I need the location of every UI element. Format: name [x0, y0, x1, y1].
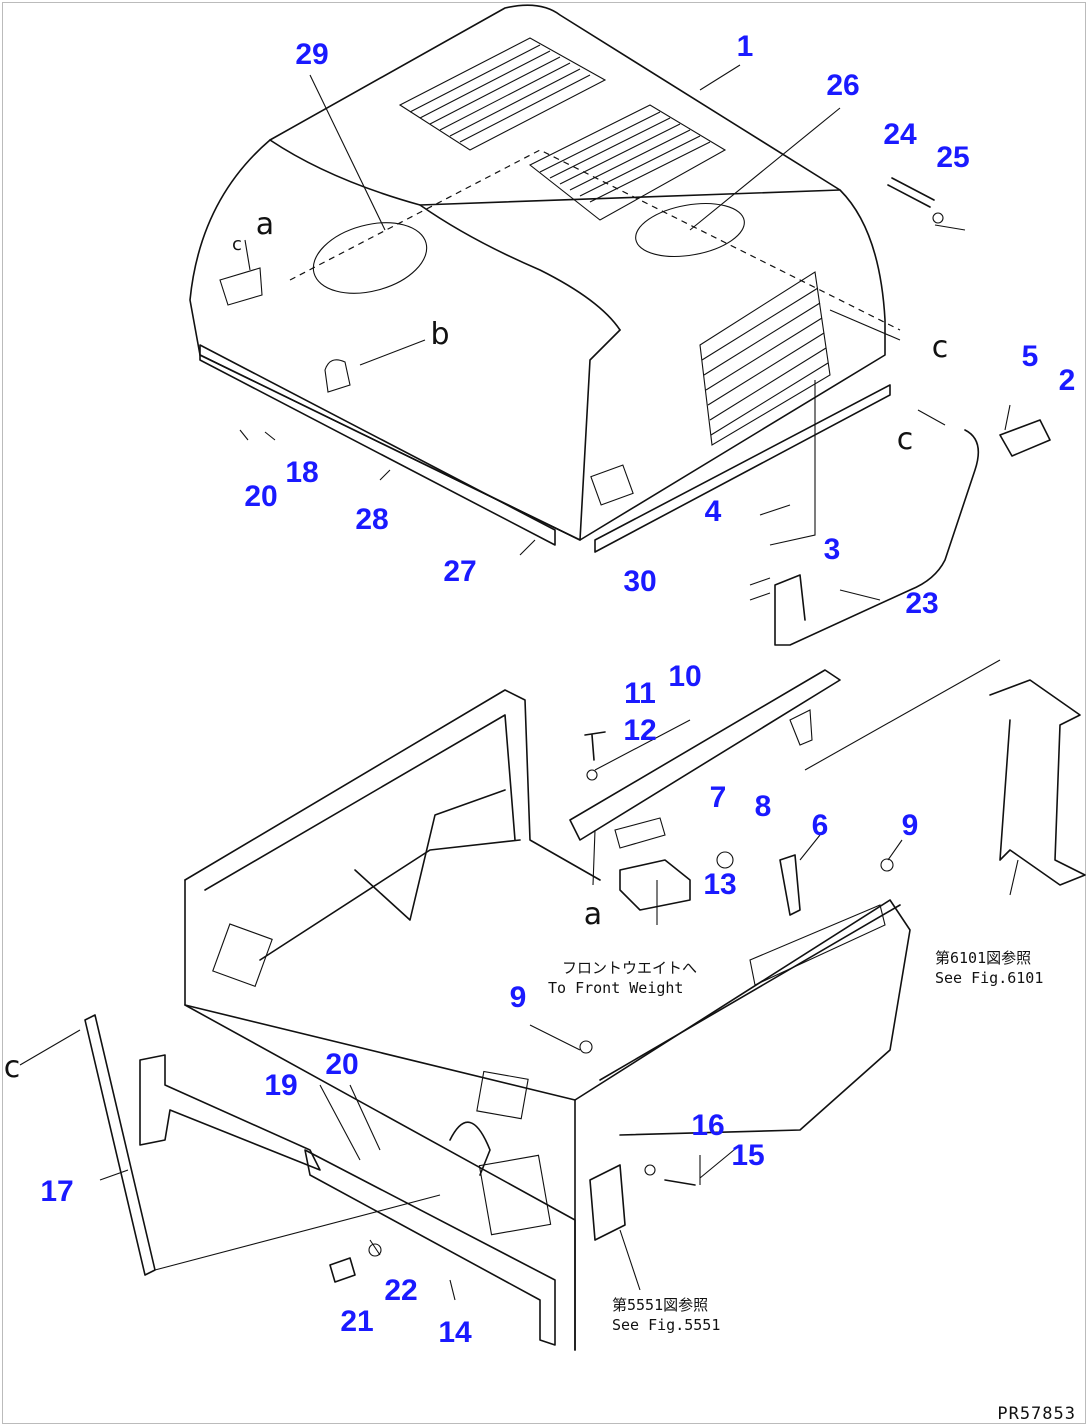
view-mark-b: b	[430, 317, 450, 352]
side-grille	[699, 271, 831, 446]
note-fig6101-en: See Fig.6101	[935, 969, 1044, 987]
callout-2: 2	[1058, 364, 1076, 397]
callout-11: 11	[624, 677, 656, 710]
note-fig6101-jp: 第6101図参照	[935, 949, 1032, 967]
callout-9-right: 9	[901, 809, 919, 842]
callout-17: 17	[40, 1175, 74, 1208]
frame-body	[184, 689, 911, 1351]
side-support	[804, 659, 1086, 886]
view-mark-c-3: c	[3, 1050, 21, 1085]
view-mark-a-upper: a	[255, 207, 275, 242]
callout-25: 25	[936, 141, 970, 174]
callout-20-lower: 20	[325, 1048, 359, 1081]
callout-5: 5	[1021, 340, 1039, 373]
view-mark-a-lower: a	[583, 897, 603, 932]
callout-12: 12	[623, 714, 657, 747]
bolt	[887, 177, 935, 208]
hood-rod	[749, 429, 980, 646]
callout-26: 26	[826, 69, 860, 102]
note-front-weight-en: To Front Weight	[548, 979, 684, 997]
callout-14: 14	[438, 1316, 472, 1349]
callout-9-lower: 9	[509, 981, 527, 1014]
drawing-code: PR57853	[997, 1404, 1076, 1424]
latch	[619, 859, 691, 911]
callout-15: 15	[731, 1139, 765, 1172]
callout-7: 7	[709, 781, 727, 814]
callout-3: 3	[823, 533, 841, 566]
weight-plate	[139, 1054, 321, 1171]
bracket	[569, 669, 841, 841]
hook	[779, 854, 801, 916]
callout-29: 29	[295, 38, 329, 71]
callout-30: 30	[623, 565, 657, 598]
callout-18: 18	[285, 456, 319, 489]
view-mark-c-1: c	[931, 330, 949, 365]
rod	[84, 1014, 156, 1276]
note-fig5551-jp: 第5551図参照	[612, 1296, 709, 1314]
callout-22: 22	[384, 1274, 418, 1307]
top-louver-left	[398, 37, 607, 151]
hood-cover	[189, 4, 901, 553]
callout-10: 10	[668, 660, 702, 693]
callout-8: 8	[754, 790, 772, 823]
callout-6: 6	[811, 809, 829, 842]
callout-13: 13	[703, 868, 737, 901]
callout-19: 19	[264, 1069, 298, 1102]
view-mark-c-2: c	[896, 422, 914, 457]
callout-4: 4	[704, 495, 722, 528]
callout-24: 24	[883, 118, 917, 151]
callout-16: 16	[691, 1109, 725, 1142]
note-front-weight-jp: フロントウエイトへ	[562, 959, 698, 977]
callout-1: 1	[736, 30, 754, 63]
note-fig5551-en: See Fig.5551	[612, 1316, 721, 1334]
view-mark-c-4: c	[232, 234, 242, 255]
callout-28: 28	[355, 503, 389, 536]
top-louver-right	[528, 104, 727, 221]
callout-27: 27	[443, 555, 477, 588]
hinge-plate	[999, 419, 1051, 457]
callout-23: 23	[905, 587, 939, 620]
side-bracket	[589, 1164, 626, 1241]
callout-20-upper: 20	[244, 480, 278, 513]
callout-21: 21	[340, 1305, 374, 1338]
